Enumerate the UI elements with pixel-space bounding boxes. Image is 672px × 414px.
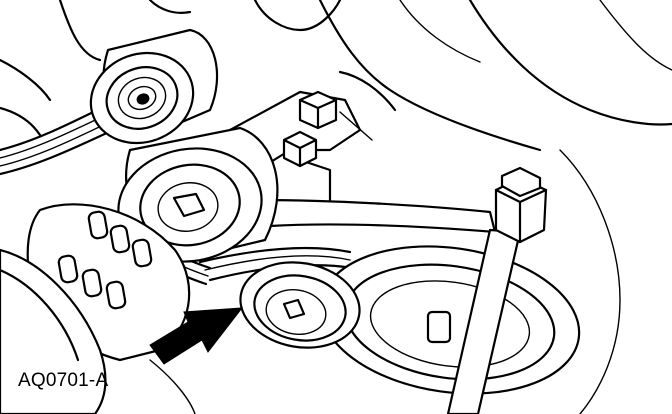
target-pulley-icon bbox=[239, 261, 361, 349]
upper-idler-pulley-icon bbox=[89, 28, 219, 145]
tensioner-bolt-icon bbox=[282, 90, 338, 168]
pointer-arrow-icon bbox=[149, 307, 244, 365]
breaker-bar-icon bbox=[446, 166, 548, 414]
lower-pulley-icon bbox=[319, 245, 581, 395]
figure-id-label: AQ0701-A bbox=[18, 370, 109, 391]
crankshaft-pulley-icon bbox=[0, 203, 196, 414]
